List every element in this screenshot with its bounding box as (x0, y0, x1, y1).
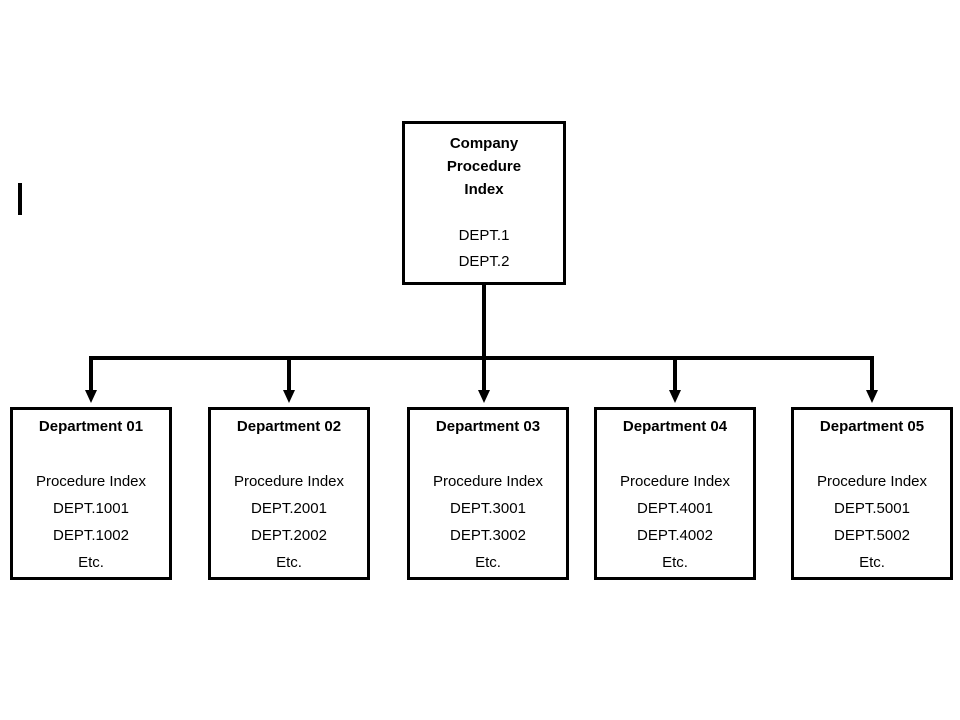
department-line: DEPT.2001 (251, 500, 327, 517)
department-line: DEPT.1002 (53, 527, 129, 544)
text-cursor-mark (18, 183, 22, 215)
department-line: Etc. (859, 554, 885, 571)
department-line: Etc. (662, 554, 688, 571)
department-lines: Procedure Index DEPT.1001 DEPT.1002 Etc. (13, 468, 169, 576)
arrow-down-icon (478, 390, 490, 403)
arrow-down-icon (283, 390, 295, 403)
department-line: Procedure Index (35, 473, 147, 490)
department-line: Procedure Index (233, 473, 345, 490)
department-box-05: Department 05 Procedure Index DEPT.5001 … (791, 407, 953, 580)
root-box-entries: DEPT.1 DEPT.2 (405, 223, 563, 275)
department-line: Procedure Index (619, 473, 731, 490)
root-title-line: Procedure (446, 158, 522, 175)
department-line: DEPT.5001 (834, 500, 910, 517)
department-title: Department 04 (622, 418, 728, 435)
department-lines: Procedure Index DEPT.2001 DEPT.2002 Etc. (211, 468, 367, 576)
department-title: Department 01 (38, 418, 144, 435)
root-entry: DEPT.1 (458, 227, 510, 244)
department-lines: Procedure Index DEPT.5001 DEPT.5002 Etc. (794, 468, 950, 576)
department-line: DEPT.4001 (637, 500, 713, 517)
department-line: Etc. (475, 554, 501, 571)
department-line: DEPT.1001 (53, 500, 129, 517)
department-line: Procedure Index (816, 473, 928, 490)
department-title: Department 05 (819, 418, 925, 435)
arrow-down-icon (85, 390, 97, 403)
root-entry: DEPT.2 (458, 253, 510, 270)
department-lines: Procedure Index DEPT.3001 DEPT.3002 Etc. (410, 468, 566, 576)
root-title-line: Index (464, 181, 504, 198)
company-procedure-index-box: Company Procedure Index DEPT.1 DEPT.2 (402, 121, 566, 285)
department-line: Etc. (78, 554, 104, 571)
root-title-line: Company (449, 135, 519, 152)
department-title: Department 03 (435, 418, 541, 435)
root-box-title: Company Procedure Index (405, 132, 563, 201)
department-box-03: Department 03 Procedure Index DEPT.3001 … (407, 407, 569, 580)
department-box-04: Department 04 Procedure Index DEPT.4001 … (594, 407, 756, 580)
department-line: Etc. (276, 554, 302, 571)
department-line: DEPT.5002 (834, 527, 910, 544)
department-line: DEPT.4002 (637, 527, 713, 544)
department-line: Procedure Index (432, 473, 544, 490)
department-line: DEPT.3001 (450, 500, 526, 517)
arrow-down-icon (866, 390, 878, 403)
department-box-01: Department 01 Procedure Index DEPT.1001 … (10, 407, 172, 580)
department-lines: Procedure Index DEPT.4001 DEPT.4002 Etc. (597, 468, 753, 576)
department-title: Department 02 (236, 418, 342, 435)
arrow-down-icon (669, 390, 681, 403)
department-line: DEPT.3002 (450, 527, 526, 544)
department-box-02: Department 02 Procedure Index DEPT.2001 … (208, 407, 370, 580)
department-line: DEPT.2002 (251, 527, 327, 544)
